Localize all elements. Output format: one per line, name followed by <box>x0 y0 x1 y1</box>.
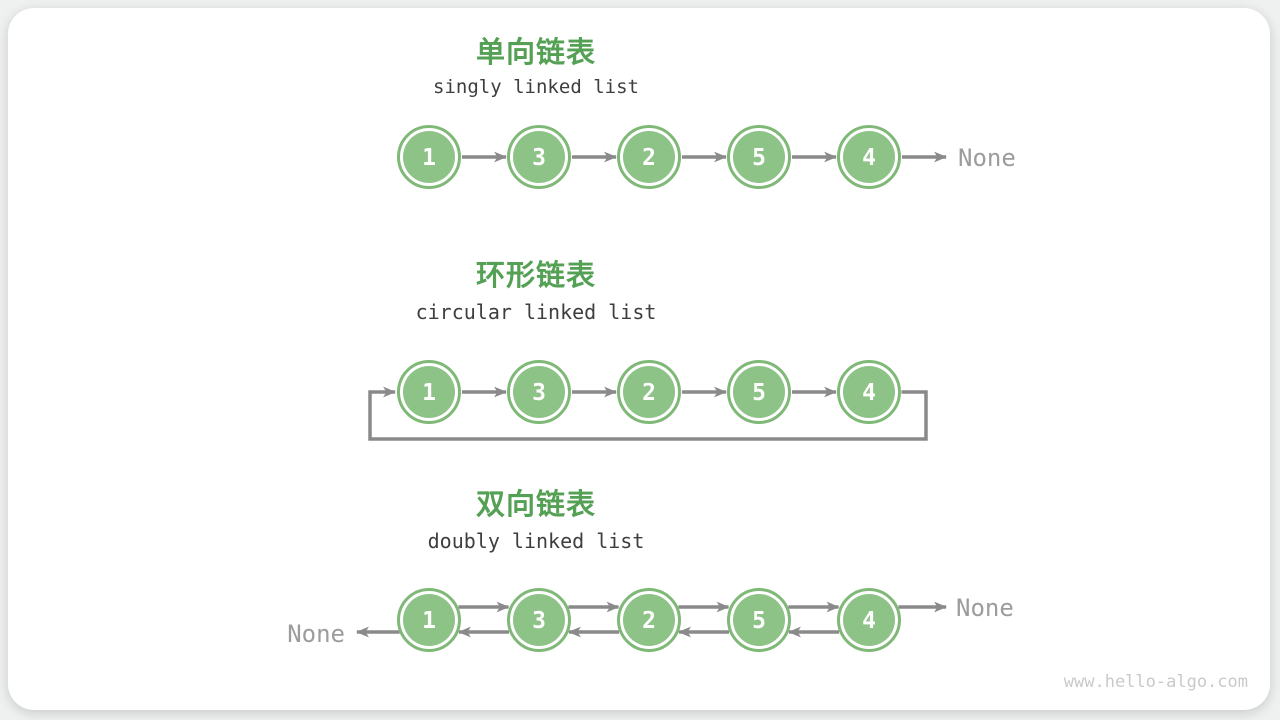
node-5: 4 <box>837 588 901 652</box>
node-2: 3 <box>507 125 571 189</box>
node-value: 3 <box>532 380 546 406</box>
circular-linked-list-diagram: 1 3 2 5 4 <box>368 360 928 441</box>
node-value: 4 <box>862 608 876 634</box>
node-3: 2 <box>617 125 681 189</box>
node-value: 1 <box>422 145 436 171</box>
node-4: 5 <box>727 360 791 424</box>
node-3: 2 <box>617 588 681 652</box>
node-value: 1 <box>422 380 436 406</box>
node-value: 4 <box>862 145 876 171</box>
node-2: 3 <box>507 360 571 424</box>
node-1: 1 <box>397 588 461 652</box>
node-value: 5 <box>752 145 766 171</box>
node-5: 4 <box>837 360 901 424</box>
node-5: 4 <box>837 125 901 189</box>
doubly-linked-list-diagram: 1 3 2 5 4 None None <box>287 588 1014 652</box>
node-4: 5 <box>727 125 791 189</box>
singly-linked-list-diagram: 1 3 2 5 4 None <box>397 125 1016 189</box>
doubly-title-zh: 双向链表 <box>475 489 596 521</box>
figure-card: 单向链表 singly linked list 1 3 2 5 <box>8 8 1270 710</box>
node-1: 1 <box>397 125 461 189</box>
singly-title-zh: 单向链表 <box>475 37 596 69</box>
watermark: www.hello-algo.com <box>1063 672 1248 692</box>
none-label-left: None <box>287 620 345 648</box>
doubly-title-en: doubly linked list <box>427 529 645 553</box>
node-4: 5 <box>727 588 791 652</box>
node-value: 4 <box>862 380 876 406</box>
node-value: 5 <box>752 380 766 406</box>
node-value: 1 <box>422 608 436 634</box>
node-1: 1 <box>397 360 461 424</box>
singly-title-en: singly linked list <box>433 76 639 98</box>
circular-title-en: circular linked list <box>415 300 657 324</box>
node-3: 2 <box>617 360 681 424</box>
node-value: 2 <box>642 608 656 634</box>
circular-title-zh: 环形链表 <box>475 260 596 292</box>
none-label: None <box>958 144 1016 172</box>
node-value: 5 <box>752 608 766 634</box>
node-value: 3 <box>532 145 546 171</box>
node-value: 2 <box>642 380 656 406</box>
node-2: 3 <box>507 588 571 652</box>
node-value: 3 <box>532 608 546 634</box>
node-value: 2 <box>642 145 656 171</box>
loop-back-arrow <box>368 386 928 441</box>
none-label-right: None <box>956 594 1014 622</box>
